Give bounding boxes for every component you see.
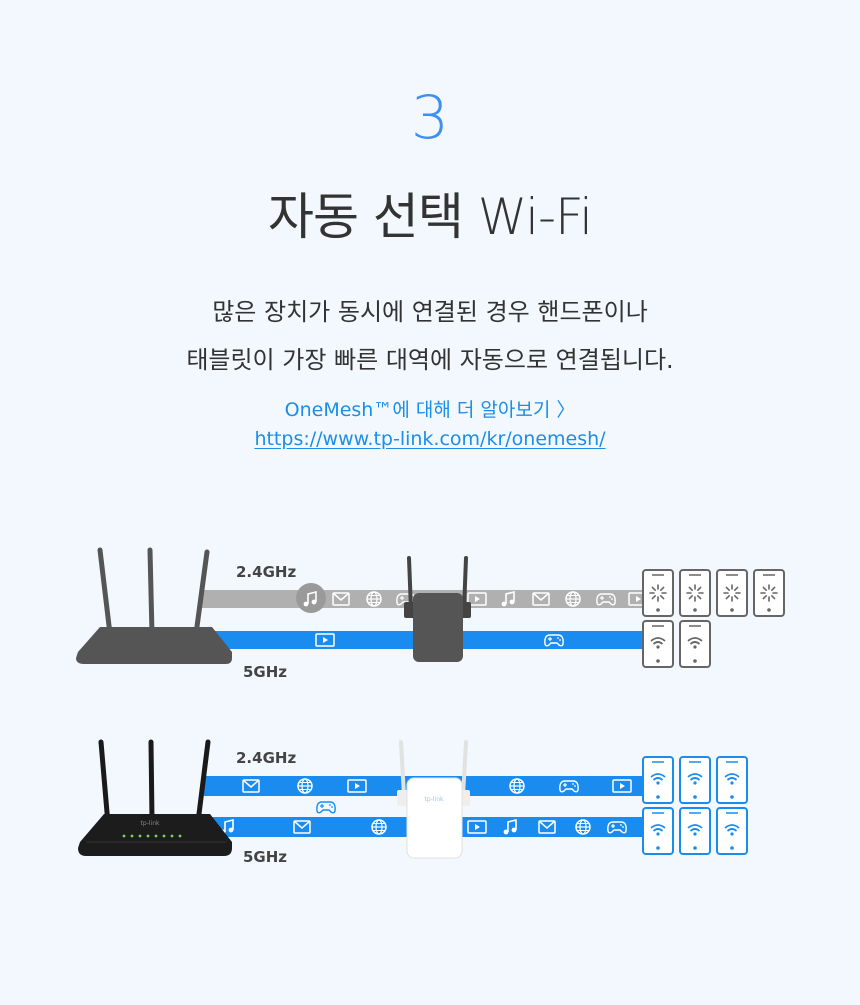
learn-more: OneMesh™에 대해 더 알아보기 〉 https://www.tp-lin… (0, 396, 860, 454)
top-scenario: 2.4GHz 5GHz (76, 547, 785, 681)
top-label-5ghz: 5GHz (243, 663, 287, 681)
step-number: 3 (410, 83, 450, 153)
top-traffic-highlight (296, 583, 326, 613)
bottom-label-24ghz: 2.4GHz (236, 749, 296, 767)
learn-more-link[interactable]: OneMesh™에 대해 더 알아보기 〉 (284, 399, 576, 421)
top-device-24-3 (716, 569, 748, 617)
bottom-scenario: 2.4GHz 5GHz (78, 739, 748, 866)
top-device-5-1 (642, 620, 674, 668)
band-steering-diagram: 2.4GHz 5GHz (76, 547, 785, 866)
bottom-device-5-3 (716, 807, 748, 855)
top-device-24-2 (679, 569, 711, 617)
bottom-device-24-1 (642, 756, 674, 804)
gamepad-icon (316, 801, 336, 814)
description: 많은 장치가 동시에 연결된 경우 핸드폰이나 태블릿이 가장 빠른 대역에 자… (0, 288, 860, 384)
onemesh-url-link[interactable]: https://www.tp-link.com/kr/onemesh/ (254, 428, 606, 450)
top-device-24-4 (753, 569, 785, 617)
description-line-2: 태블릿이 가장 빠른 대역에 자동으로 연결됩니다. (186, 346, 674, 374)
description-line-1: 많은 장치가 동시에 연결된 경우 핸드폰이나 (212, 298, 648, 326)
top-device-5-2 (679, 620, 711, 668)
bottom-router: tp-link (78, 739, 232, 856)
extender-brand-logo: tp-link (425, 796, 444, 803)
top-device-24-1 (642, 569, 674, 617)
svg-text:tp-link: tp-link (141, 820, 160, 827)
top-label-24ghz: 2.4GHz (236, 563, 296, 581)
top-router (76, 547, 232, 664)
bottom-device-24-2 (679, 756, 711, 804)
bottom-label-5ghz: 5GHz (243, 848, 287, 866)
top-extender (404, 556, 471, 662)
bottom-device-5-2 (679, 807, 711, 855)
bottom-device-5-1 (642, 807, 674, 855)
page-title: 자동 선택 Wi-Fi (267, 188, 593, 246)
bottom-device-24-3 (716, 756, 748, 804)
bottom-extender: tp-link (397, 740, 470, 859)
